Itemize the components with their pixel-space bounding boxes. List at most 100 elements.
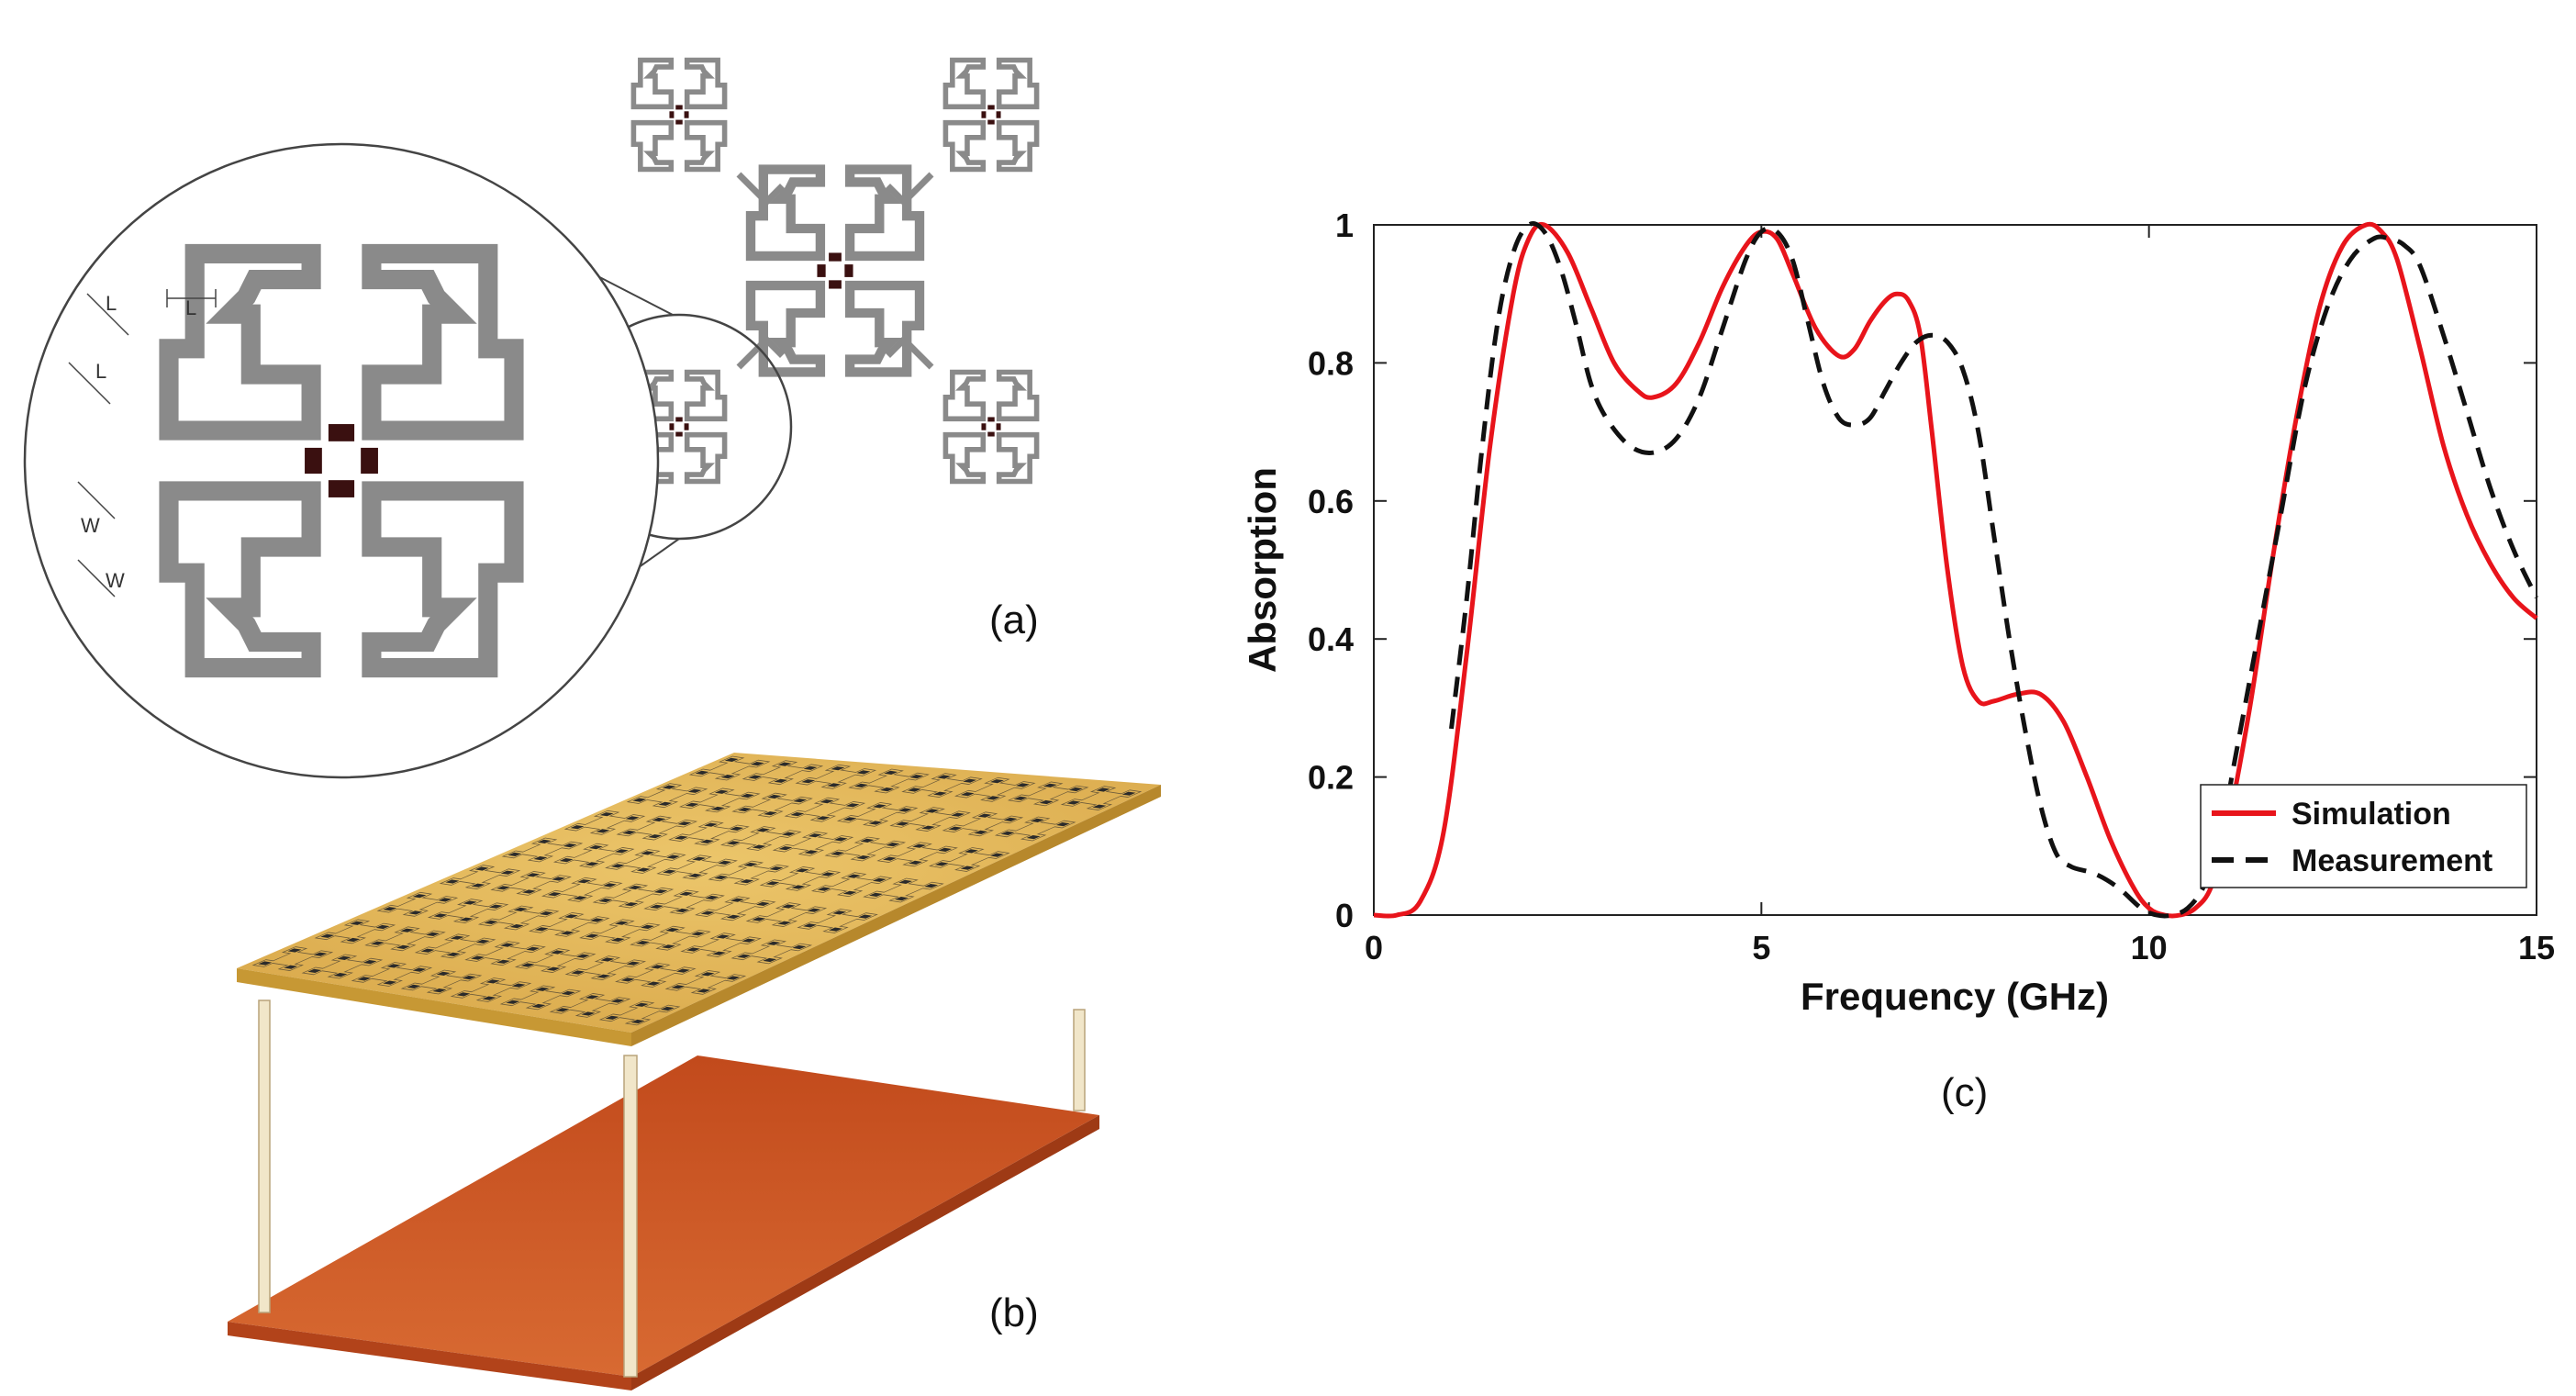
printed-unit-cell — [759, 866, 842, 891]
series-line-simulation — [1373, 221, 2538, 919]
legend-box — [2200, 784, 2527, 888]
printed-unit-cell — [439, 865, 521, 889]
printed-unit-cell — [942, 811, 1024, 837]
legend-label-simulation: Simulation — [2292, 797, 2451, 832]
printed-unit-cell — [414, 933, 496, 959]
printed-unit-cell — [376, 891, 459, 917]
spacer-posts — [258, 1000, 1086, 1378]
y-tick-label: 0.4 — [1308, 620, 1354, 658]
printed-unit-cell — [679, 787, 761, 813]
x-tick-label: 5 — [1752, 929, 1770, 966]
printed-unit-cell — [552, 843, 635, 868]
x-axis-title: Frequency (GHz) — [1801, 975, 2109, 1018]
axis-ticks — [1373, 224, 2537, 916]
printed-unit-cell — [680, 933, 762, 957]
fractal-structure — [633, 60, 1036, 481]
printed-unit-cell — [626, 783, 708, 809]
printed-unit-cell — [954, 776, 1036, 802]
printed-unit-cell — [615, 963, 697, 988]
printed-unit-cell — [364, 926, 446, 952]
printed-unit-cell — [668, 821, 750, 846]
printed-unit-cell — [708, 860, 790, 886]
printed-unit-cell — [784, 797, 866, 822]
printed-unit-cell — [579, 919, 661, 944]
printed-unit-cell — [400, 969, 483, 995]
printed-unit-cell — [514, 948, 597, 973]
printed-unit-cell — [564, 955, 647, 980]
y-tick-label: 0.6 — [1308, 483, 1354, 520]
printed-unit-cell — [301, 954, 384, 979]
panel-label-b: (b) — [989, 1290, 1039, 1335]
printed-unit-cell — [643, 889, 725, 915]
printed-unit-cell — [656, 854, 738, 880]
printed-unit-cell — [810, 872, 893, 898]
printed-unit-cell — [314, 919, 396, 944]
legend-label-measurement: Measurement — [2292, 843, 2492, 878]
printed-unit-cell — [688, 755, 771, 781]
printed-unit-cell — [824, 836, 907, 862]
printed-unit-cell — [889, 807, 971, 832]
panel-a-unit-cell-drawing: L L L W W (a) — [23, 60, 1039, 779]
y-tick-label: 0 — [1335, 897, 1354, 934]
printed-unit-cell — [251, 946, 334, 971]
y-tick-labels: 0 0.2 0.4 0.6 0.8 1 — [1308, 207, 1354, 934]
dim-label-l-3: L — [95, 360, 106, 383]
printed-unit-cell — [836, 802, 919, 827]
printed-unit-cell — [616, 815, 698, 841]
dimension-markers — [68, 289, 217, 597]
y-tick-label: 0.8 — [1308, 344, 1354, 382]
printed-unit-cell — [664, 970, 747, 995]
x-tick-label: 10 — [2131, 929, 2168, 966]
printed-unit-cell — [994, 816, 1076, 842]
printed-unit-cell — [876, 842, 958, 867]
printed-unit-cell — [848, 768, 930, 794]
printed-unit-cell — [772, 831, 854, 856]
printed-unit-cell — [797, 909, 878, 933]
printed-unit-cell — [549, 993, 631, 1018]
printed-unit-cell — [731, 792, 813, 818]
panel-label-c: (c) — [1941, 1070, 1988, 1115]
printed-unit-cell — [477, 905, 560, 931]
printed-unit-cell — [592, 883, 675, 909]
y-tick-label: 0.2 — [1308, 759, 1354, 797]
printed-unit-cell — [499, 985, 582, 1011]
series-line-measurement — [1449, 221, 2539, 919]
printed-unit-cell — [1007, 781, 1089, 807]
printed-unit-cell — [598, 1000, 681, 1026]
printed-unit-cell — [605, 849, 686, 874]
printed-unit-cell — [563, 810, 646, 835]
printed-unit-cell — [795, 764, 877, 789]
printed-unit-cell — [501, 837, 584, 863]
printed-unit-cell — [742, 760, 824, 786]
y-axis-title: Absorption — [1241, 467, 1284, 673]
dim-label-w-1: W — [81, 514, 100, 537]
series-lines — [1373, 221, 2539, 919]
printed-unit-cell — [427, 899, 509, 923]
printed-cell-array — [251, 755, 1143, 1026]
legend: Simulation Measurement — [2200, 784, 2527, 888]
dim-label-l-2: L — [185, 296, 196, 319]
x-tick-label: 15 — [2518, 929, 2555, 966]
y-tick-label: 1 — [1335, 207, 1354, 244]
printed-unit-cell — [1060, 786, 1143, 810]
ground-plane-board — [228, 1055, 1099, 1377]
absorber-top-board — [237, 753, 1161, 1033]
printed-unit-cell — [541, 877, 623, 902]
printed-unit-cell — [745, 902, 828, 927]
panel-label-a: (a) — [989, 597, 1039, 642]
dim-label-w-2: W — [106, 569, 125, 592]
printed-unit-cell — [630, 925, 711, 951]
printed-unit-cell — [720, 826, 802, 851]
panel-b-prototype-photo: (b) — [228, 753, 1161, 1390]
printed-unit-cell — [695, 896, 776, 921]
printed-unit-cell — [901, 773, 983, 798]
printed-unit-cell — [351, 962, 433, 987]
printed-unit-cell — [490, 871, 572, 896]
printed-unit-cell — [529, 912, 610, 937]
dim-label-l-1: L — [106, 292, 117, 315]
zoomed-unit-cell-circle — [23, 142, 660, 779]
panel-c-absorption-chart: 0 5 10 15 0 0.2 0.4 0.6 0.8 1 Frequency (GHz) Ab… — [1241, 207, 2555, 1115]
printed-unit-cell — [929, 847, 1010, 872]
